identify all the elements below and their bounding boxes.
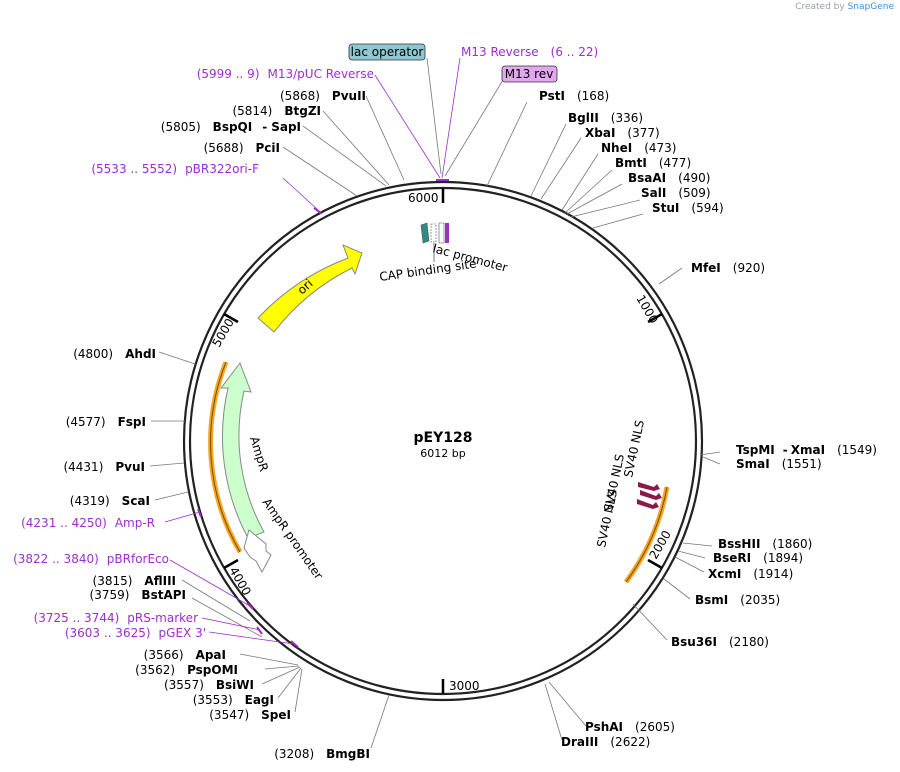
pbr322ori-pos: (5533 .. 5552) [91,162,177,176]
lac-operator-text: lac operator [351,45,424,59]
enzyme-psti[interactable]: PstI(168) [539,89,609,103]
primer-leader-lines [164,57,461,645]
enzyme-bsaai[interactable]: BsaAI(490) [628,171,710,185]
plasmid-name: pEY128 [414,430,473,446]
credit-prefix: Created by [795,2,845,12]
m13-reverse-pos: (6 .. 22) [551,45,599,59]
pgex3-label[interactable]: (3603 .. 3625) pGEX 3' [65,626,206,640]
enzyme-fspi[interactable]: (4577)FspI [66,415,146,429]
lac-operator-box[interactable]: lac operator [348,43,426,61]
enzyme-bmgbi[interactable]: (3208)BmgBI [274,747,370,761]
box-leader-lines [426,57,504,177]
enzyme-btgzi[interactable]: (5814)BtgZI [232,104,321,118]
m13-reverse-label[interactable]: M13 Reverse (6 .. 22) [461,45,598,59]
enzyme-bglii[interactable]: BglII(336) [568,111,643,125]
enzyme-bsshii[interactable]: BssHII(1860) [718,537,812,551]
cap-binding-label: CAP binding site [378,256,477,283]
enzyme-bsiwi[interactable]: (3557)BsiWI [164,678,254,692]
m13-rev-box[interactable]: M13 rev [501,65,558,83]
prs-marker-pos: (3725 .. 3744) [34,611,120,625]
tick-label-1000: 1000 [633,293,660,326]
enzyme-pvui[interactable]: (4431)PvuI [63,460,145,474]
snapgene-credit: Created by SnapGene [795,2,894,12]
amp-r-pos: (4231 .. 4250) [21,516,107,530]
enzyme-pvuii[interactable]: (5868)PvuII [280,89,366,103]
sv40-nls-label-b-2: SV40 NLS [594,489,620,549]
amp-r-label[interactable]: (4231 .. 4250) Amp-R [21,516,155,530]
credit-brand: SnapGene [847,2,894,12]
tick-label-4000: 4000 [226,565,253,598]
tick-label-6000: 6000 [408,191,439,205]
tick-label-3000: 3000 [449,679,480,693]
enzyme-mfei[interactable]: MfeI(920) [691,261,765,275]
orange-arc-right-inner [625,486,668,583]
leader-lines [149,95,721,749]
sv40-nls-features[interactable] [637,482,662,509]
enzyme-scai[interactable]: (4319)ScaI [70,494,150,508]
enzyme-stui[interactable]: StuI(594) [652,201,724,215]
enzyme-tspmi-xmai[interactable]: TspMI-XmaI(1549) [736,443,877,457]
pbrforeco-pos: (3822 .. 3840) [13,552,99,566]
enzyme-sali[interactable]: SalI(509) [641,186,711,200]
enzyme-eagi[interactable]: (3553)EagI [193,693,274,707]
m13-puc-name: M13/pUC Reverse [268,67,375,81]
pbr322ori-name: pBR322ori-F [185,162,259,176]
plasmid-size: 6012 bp [420,447,465,460]
pgex3-pos: (3603 .. 3625) [65,626,151,640]
enzyme-aflii[interactable]: (3815)AflIII [93,574,176,588]
enzyme-pshai[interactable]: PshAI(2605) [585,720,675,734]
pgex3-name: pGEX 3' [159,626,206,640]
enzyme-pcii[interactable]: (5688)PciI [204,141,280,155]
enzyme-pspomi[interactable]: (3562)PspOMI [135,663,238,677]
ampr-promoter-feature[interactable] [243,529,272,574]
sv40-nls-label-a: SV40 NLS [621,419,647,479]
primer-markers [197,179,449,648]
prs-marker-name: pRS-marker [127,611,198,625]
pbr322ori-label[interactable]: (5533 .. 5552) pBR322ori-F [91,162,259,176]
m13-puc-pos: (5999 .. 9) [197,67,260,81]
enzyme-draiii[interactable]: DraIII(2622) [561,735,650,749]
enzyme-spei[interactable]: (3547)SpeI [209,708,291,722]
lac-elements[interactable] [420,222,449,244]
enzyme-xcmi[interactable]: XcmI(1914) [708,567,793,581]
enzyme-bstapi[interactable]: (3759)BstAPI [90,588,186,602]
ampr-label: AmpR [247,435,271,473]
tick-marks [223,188,663,694]
pbrforeco-name: pBRforEco [107,552,169,566]
enzyme-smai[interactable]: SmaI(1551) [736,457,822,471]
enzyme-bspqi-sapi[interactable]: (5805)BspQI-SapI [161,120,301,134]
ori-feature[interactable] [257,244,363,333]
pbrforeco-label[interactable]: (3822 .. 3840) pBRforEco [13,552,169,566]
enzyme-ahdi[interactable]: (4800)AhdI [73,347,156,361]
enzyme-apai[interactable]: (3566)ApaI [144,648,226,662]
prs-marker-label[interactable]: (3725 .. 3744) pRS-marker [34,611,198,625]
enzyme-nhei[interactable]: NheI(473) [601,141,676,155]
enzyme-bseri[interactable]: BseRI(1894) [713,551,803,565]
amp-r-name: Amp-R [115,516,155,530]
enzyme-bsu36i[interactable]: Bsu36I(2180) [671,635,769,649]
m13-reverse-name: M13 Reverse [461,45,539,59]
enzyme-bsmi[interactable]: BsmI(2035) [695,593,780,607]
ampr-promoter-label: AmpR promoter [260,496,326,582]
m13-puc-label[interactable]: (5999 .. 9) M13/pUC Reverse [197,67,374,81]
ampr-feature[interactable] [219,361,265,539]
orange-arc-left-inner [210,361,241,553]
enzyme-bmti[interactable]: BmtI(477) [615,156,691,170]
enzyme-xbai[interactable]: XbaI(377) [585,126,660,140]
m13-rev-text: M13 rev [505,67,554,81]
